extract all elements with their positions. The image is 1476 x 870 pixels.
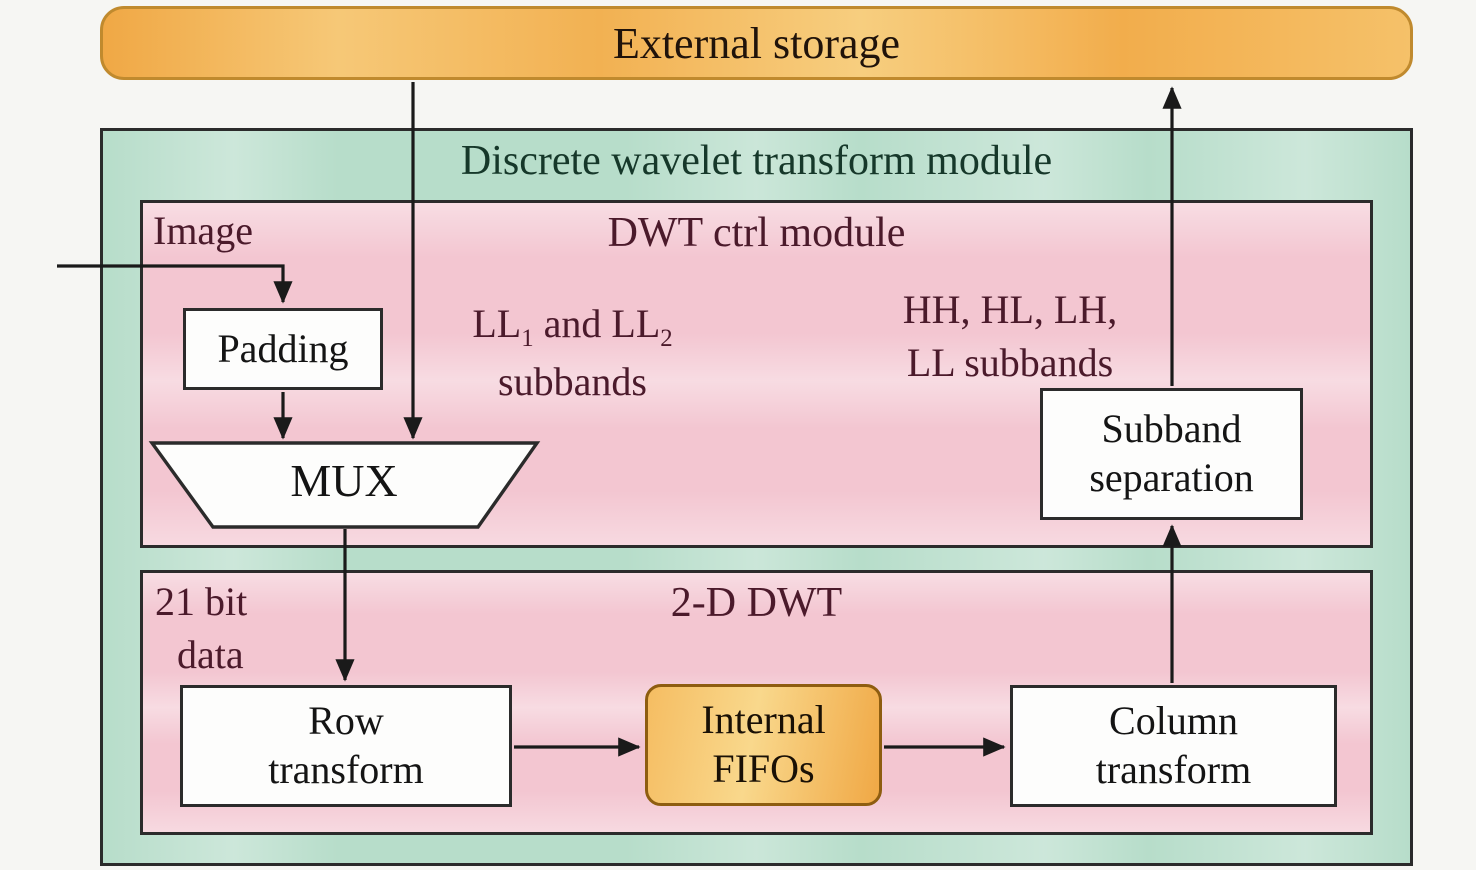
column-transform-line2: transform	[1095, 747, 1252, 792]
subband-separation-line1: Subband	[1101, 406, 1242, 452]
hh-subbands-line1: HH, HL, LH,	[902, 287, 1118, 332]
internal-fifos-line2: FIFOs	[712, 746, 815, 791]
dwt-2d-title: 2-D DWT	[670, 580, 843, 626]
column-transform-line1: Column	[1109, 698, 1238, 744]
hh-subbands-line2: LL subbands	[906, 339, 1114, 385]
subband-separation-box: Subband separation	[1040, 388, 1303, 520]
ll-subbands-line2: subbands	[498, 358, 647, 404]
internal-fifos-box: Internal FIFOs	[645, 684, 882, 806]
internal-fifos-line1: Internal	[701, 697, 826, 743]
bit-data-line1: 21 bit	[155, 579, 248, 624]
hh-subbands-label: HH, HL, LH, LL subbands	[830, 284, 1190, 390]
mux-label: MUX	[290, 455, 398, 506]
dwt-module-title: Discrete wavelet transform module	[460, 138, 1053, 184]
row-transform-line1: Row	[308, 698, 384, 744]
subband-separation-line2: separation	[1089, 455, 1254, 500]
image-label: Image	[153, 208, 253, 253]
row-transform-box: Row transform	[180, 685, 512, 807]
ll-subbands-label: LL1 and LL2 subbands	[400, 298, 745, 409]
padding-box: Padding	[183, 308, 383, 390]
padding-label: Padding	[217, 325, 349, 371]
external-storage-node: External storage	[100, 6, 1413, 80]
dwt-ctrl-module-title: DWT ctrl module	[607, 210, 906, 256]
column-transform-box: Column transform	[1010, 685, 1337, 807]
bit-data-label: 21 bit data	[155, 576, 247, 682]
ll-subbands-line1: LL1 and LL2	[472, 301, 673, 352]
row-transform-line2: transform	[268, 747, 424, 792]
external-storage-label: External storage	[612, 18, 901, 68]
bit-data-line2: data	[177, 631, 244, 677]
